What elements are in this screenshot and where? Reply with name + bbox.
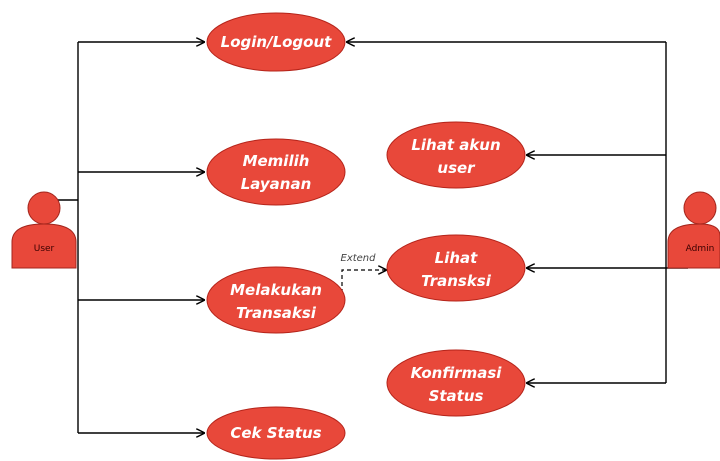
usecase-label-line2: Transksi (421, 272, 492, 290)
usecase-ellipse (386, 349, 526, 417)
usecase-lihat-akun-user[interactable]: Lihat akun user (386, 121, 526, 189)
extend-label: Extend (341, 253, 377, 264)
usecase-melakukan-transaksi[interactable]: Melakukan Transaksi (206, 266, 346, 334)
usecase-ellipse (206, 406, 346, 460)
actor-user[interactable]: User (11, 191, 77, 269)
usecase-label-line1: Memilih (243, 152, 310, 170)
usecase-ellipse (206, 266, 346, 334)
admin-head-icon (683, 191, 717, 225)
usecase-konfirmasi-status[interactable]: Konfirmasi Status (386, 349, 526, 417)
usecase-ellipse (386, 234, 526, 302)
actor-admin[interactable]: Admin (667, 191, 720, 269)
usecase-label-line2: Status (429, 387, 484, 405)
admin-label: Admin (686, 244, 715, 254)
usecase-label: Login/Logout (221, 33, 332, 51)
usecase-ellipse (206, 12, 346, 72)
usecase-label-line2: Transaksi (236, 304, 317, 322)
usecase-label: Cek Status (230, 424, 321, 442)
usecase-login-logout[interactable]: Login/Logout (206, 12, 346, 72)
usecase-label-line1: Konfirmasi (411, 364, 503, 382)
usecase-ellipse (206, 138, 346, 206)
user-associations (44, 42, 204, 433)
usecase-label-line1: Lihat (435, 249, 479, 267)
usecase-label-line2: user (437, 159, 476, 177)
usecase-cek-status[interactable]: Cek Status (206, 406, 346, 460)
user-body-icon (11, 223, 77, 269)
extend-dashed-line (340, 270, 386, 299)
usecase-memilih-layanan[interactable]: Memilih Layanan (206, 138, 346, 206)
usecase-label-line1: Lihat akun (411, 136, 500, 154)
admin-associations (347, 42, 688, 383)
usecase-ellipse (386, 121, 526, 189)
extend-relation: Extend (340, 253, 386, 299)
usecase-label-line2: Layanan (241, 175, 312, 193)
usecase-label-line1: Melakukan (230, 281, 322, 299)
user-label: User (34, 244, 55, 254)
usecase-lihat-transksi[interactable]: Lihat Transksi (386, 234, 526, 302)
user-head-icon (27, 191, 61, 225)
